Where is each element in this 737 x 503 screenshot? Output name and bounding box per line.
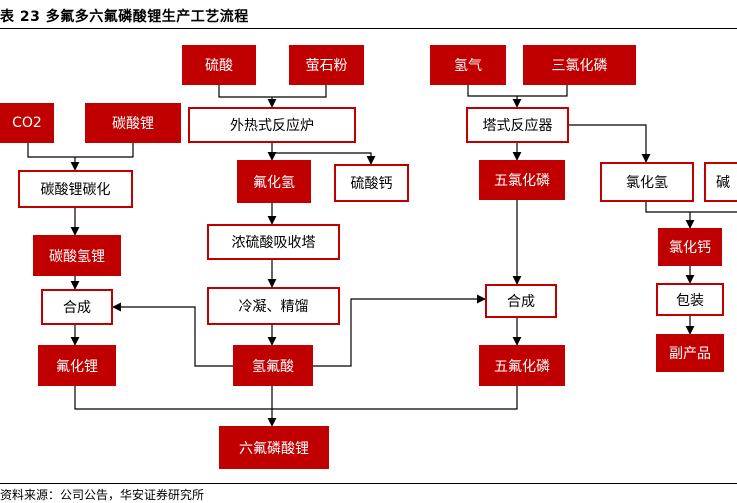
node-hydrogen-chloride: 氯化氢 (600, 162, 694, 202)
node-fluorite-powder: 萤石粉 (289, 45, 364, 85)
bottom-rule (0, 483, 737, 484)
node-alkali: 碱 (704, 162, 737, 202)
top-rule (0, 28, 737, 29)
arrow-reactor-to-hcl (569, 124, 651, 163)
node-packaging: 包装 (656, 283, 724, 316)
node-synthesis-right: 合成 (485, 284, 557, 318)
node-calcium-sulfate: 硫酸钙 (334, 164, 409, 202)
node-co2: CO2 (0, 103, 54, 143)
arrow-co2-lithcarb-to-carbonation (27, 143, 134, 170)
node-hydrogen-fluoride: 氟化氢 (237, 160, 311, 203)
node-concentrated-acid-tower: 浓硫酸吸收塔 (207, 224, 340, 260)
node-lithium-bicarbonate: 碳酸氢锂 (33, 235, 121, 276)
node-hydrogen: 氢气 (430, 45, 506, 85)
arrow-to-lipf6 (74, 386, 518, 426)
node-synthesis-left: 合成 (41, 289, 113, 325)
node-lithium-carbonate-carbonation: 碳酸锂碳化 (18, 170, 133, 208)
node-byproduct: 副产品 (656, 334, 724, 372)
node-condense-refine: 冷凝、精馏 (207, 287, 340, 325)
node-calcium-chloride: 氯化钙 (658, 228, 722, 266)
node-lithium-fluoride: 氟化锂 (38, 345, 116, 386)
node-phosphorus-pentafluoride: 五氟化磷 (479, 345, 565, 386)
source-note: 资料来源：公司公告，华安证券研究所 (0, 488, 205, 502)
node-external-heat-furnace: 外热式反应炉 (188, 107, 356, 143)
arrow-gases-to-tower-reactor (467, 85, 568, 107)
node-sulfuric-acid: 硫酸 (182, 45, 256, 85)
node-lithium-carbonate: 碳酸锂 (85, 103, 181, 143)
node-phosphorus-trichloride: 三氯化磷 (523, 45, 636, 85)
arrow-hfacid-to-synthesis-left (112, 302, 233, 367)
node-lipf6: 六氟磷酸锂 (219, 426, 329, 469)
arrow-hfacid-to-synthesis-right (313, 294, 486, 367)
figure-title: 表 23 多氟多六氟磷酸锂生产工艺流程 (0, 9, 249, 25)
arrow-hcl-alkali-to-cacl2 (645, 202, 737, 228)
node-phosphorus-pentachloride: 五氯化磷 (479, 160, 565, 200)
arrow-furnace-to-caso4 (272, 152, 376, 165)
node-hydrofluoric-acid: 氢氟酸 (233, 345, 313, 386)
arrow-raw-to-furnace (218, 85, 327, 107)
node-tower-reactor: 塔式反应器 (466, 107, 569, 143)
